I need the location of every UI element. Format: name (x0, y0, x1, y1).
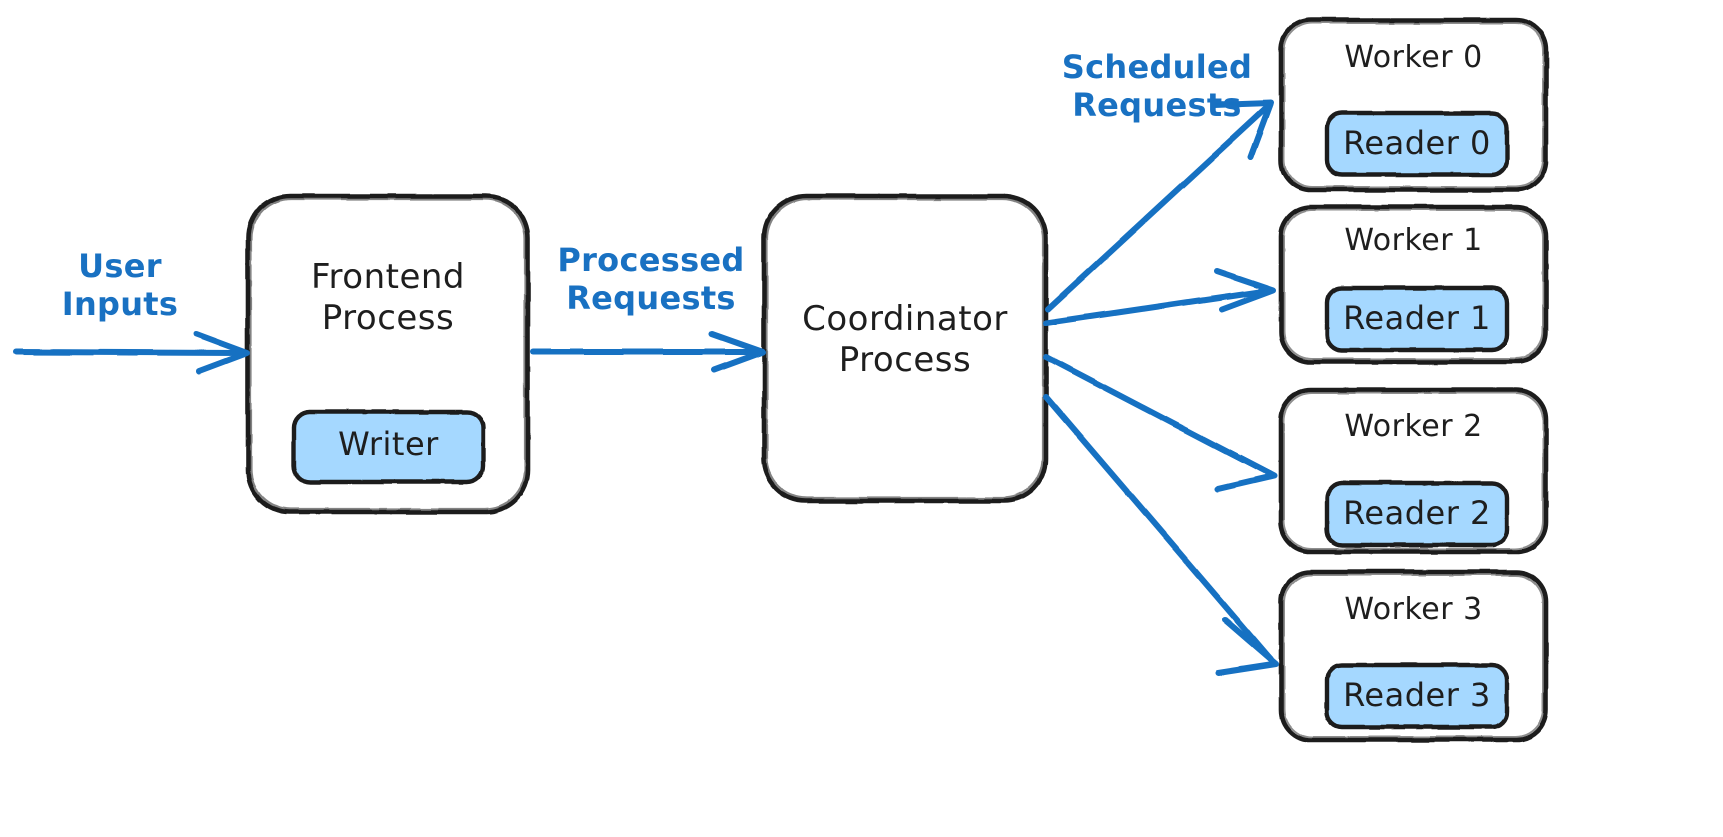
writer-inner-box[interactable] (291, 409, 486, 485)
arrow-coordinator-to-worker-1 (1043, 268, 1276, 326)
reader-1-inner-box[interactable] (1324, 285, 1510, 353)
arrow-frontend-to-coordinator (530, 331, 766, 373)
reader-0-inner-box[interactable] (1324, 110, 1510, 178)
arrow-coordinator-to-worker-2 (1043, 354, 1277, 492)
arrow-coordinator-to-worker-0 (1045, 100, 1274, 312)
reader-2-inner-box[interactable] (1324, 480, 1510, 548)
arrow-user-inputs-to-frontend (13, 331, 250, 374)
reader-3-inner-box[interactable] (1324, 662, 1510, 730)
arrow-coordinator-to-worker-3 (1043, 394, 1279, 676)
coordinator-process-box[interactable] (761, 193, 1049, 504)
